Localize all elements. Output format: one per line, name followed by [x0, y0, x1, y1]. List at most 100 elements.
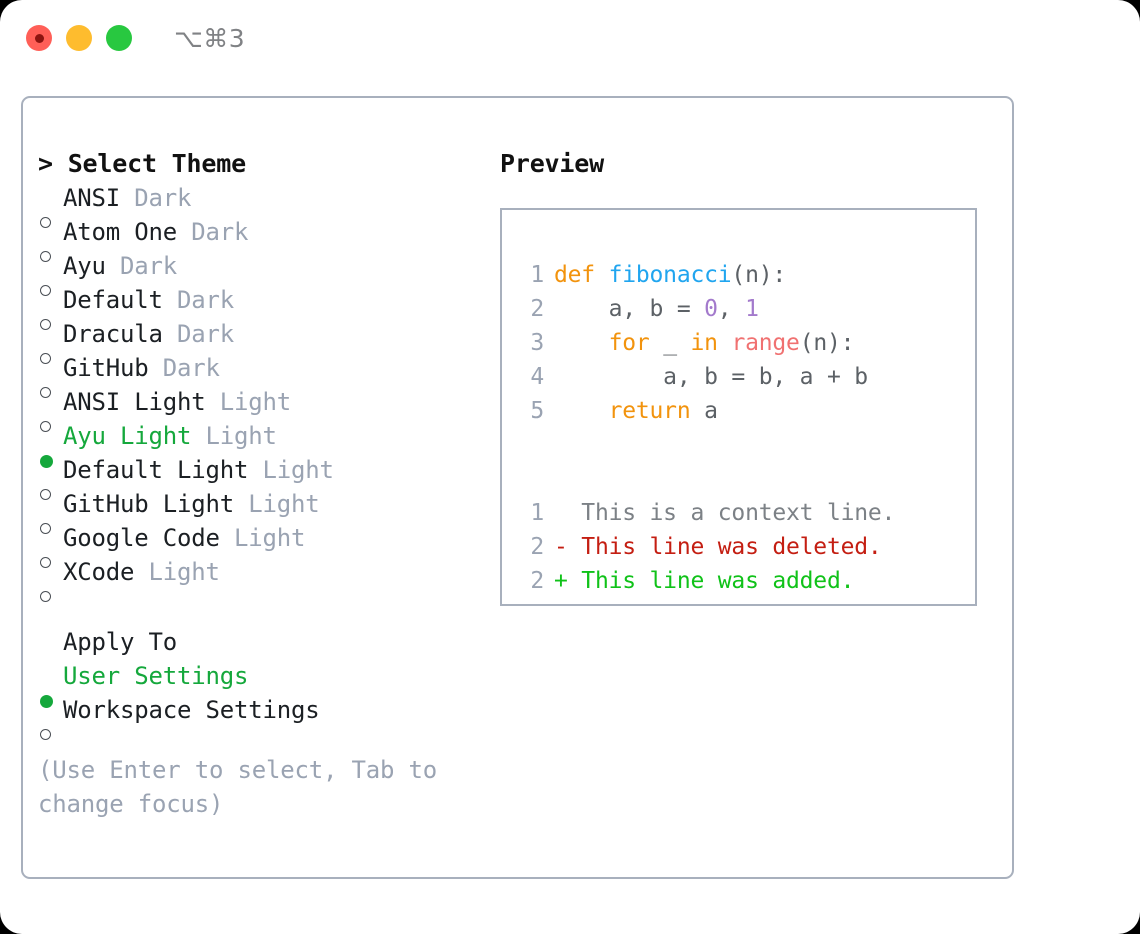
theme-option-atom-one[interactable]: Atom One Dark — [38, 215, 508, 262]
theme-name: XCode — [63, 558, 135, 586]
apply-to-label: Workspace Settings — [63, 696, 320, 724]
theme-option-ansi[interactable]: ANSI Dark — [38, 181, 508, 228]
code-token: (n): — [799, 330, 855, 356]
line-number: 3 — [530, 330, 544, 356]
theme-name: Google Code — [63, 524, 220, 552]
diff-line-added: 2 + This line was added. — [518, 564, 969, 598]
spacer — [38, 727, 508, 753]
theme-list[interactable]: ANSI Dark Atom One Dark Ayu Dark — [38, 181, 508, 602]
diff-text: This line was added. — [581, 568, 855, 594]
theme-name: Ayu Light — [63, 422, 192, 450]
theme-tag: Light — [205, 388, 291, 416]
preview-code: 1 def fibonacci (n): 2 a, b = 0 , 1 — [518, 258, 969, 598]
theme-option-default[interactable]: Default Dark — [38, 283, 508, 330]
theme-name: Dracula — [63, 320, 163, 348]
code-token: def — [554, 262, 609, 288]
keyboard-hint-line-1: (Use Enter to select, Tab to — [38, 756, 437, 784]
code-line: 2 a, b = 0 , 1 — [518, 292, 969, 326]
apply-to-heading: Apply To — [63, 628, 177, 656]
theme-tag: Light — [248, 456, 334, 484]
code-line: 1 def fibonacci (n): — [518, 258, 969, 292]
diff-prefix: + — [554, 568, 582, 594]
line-number: 5 — [530, 398, 544, 424]
theme-tag: Light — [191, 422, 277, 450]
theme-selection-column: > Select Theme ANSI Dark Atom One Dark — [38, 147, 508, 821]
code-token: range — [731, 330, 800, 356]
code-line: 4 a, b = b, a + b — [518, 360, 969, 394]
line-number: 2 — [530, 534, 544, 560]
theme-tag: Dark — [162, 320, 234, 348]
theme-name: GitHub — [63, 354, 149, 382]
theme-option-github[interactable]: GitHub Dark — [38, 351, 508, 398]
code-token: _ — [649, 330, 691, 356]
theme-name: Default Light — [63, 456, 249, 484]
diff-text: This line was deleted. — [581, 534, 882, 560]
theme-tag: Dark — [148, 354, 220, 382]
diff-text: This is a context line. — [581, 500, 896, 526]
theme-name: ANSI Light — [63, 388, 206, 416]
code-token: a, b = — [554, 296, 705, 322]
maximize-window-button[interactable] — [106, 25, 132, 51]
theme-tag: Dark — [105, 252, 177, 280]
line-number: 2 — [530, 568, 544, 594]
diff-line-context: 1 This is a context line. — [518, 496, 969, 530]
record-indicator-icon — [34, 33, 44, 43]
spacer — [38, 589, 508, 625]
code-token — [718, 326, 732, 360]
apply-to-label: User Settings — [63, 662, 249, 690]
theme-tag: Dark — [162, 286, 234, 314]
panel-columns: > Select Theme ANSI Dark Atom One Dark — [23, 98, 1012, 877]
main-panel: > Select Theme ANSI Dark Atom One Dark — [21, 96, 1014, 879]
preview-column: Preview 1 def fibonacci (n): 2 a, b = — [500, 147, 1000, 606]
code-spacer — [518, 428, 969, 462]
preview-box: 1 def fibonacci (n): 2 a, b = 0 , 1 — [500, 208, 977, 606]
theme-tag: Light — [134, 558, 220, 586]
apply-to-list[interactable]: User Settings Workspace Settings — [38, 659, 508, 740]
line-number: 4 — [530, 364, 544, 390]
theme-tag: Light — [219, 524, 306, 552]
diff-prefix: - — [554, 534, 582, 560]
code-token: fibonacci — [608, 262, 732, 288]
close-window-button[interactable] — [26, 25, 52, 51]
minimize-window-button[interactable] — [66, 25, 92, 51]
code-line: 3 for _ in range (n): — [518, 326, 969, 360]
code-token: a, b = b, a + b — [554, 364, 868, 390]
theme-name: GitHub Light — [63, 490, 234, 518]
keyboard-hint-line-2: change focus) — [38, 790, 224, 818]
theme-option-google-code[interactable]: Google Code Light — [38, 521, 508, 568]
code-token: for — [608, 330, 650, 356]
code-token: (n): — [731, 262, 787, 288]
select-theme-heading: > Select Theme — [38, 149, 246, 178]
code-token: , — [717, 296, 746, 322]
theme-option-default-light[interactable]: Default Light Light — [38, 453, 508, 500]
keyboard-shortcut-label: ⌥⌘3 — [174, 23, 246, 53]
code-token: 1 — [745, 296, 759, 322]
code-token — [554, 394, 609, 428]
code-token: in — [690, 330, 718, 356]
theme-option-ansi-light[interactable]: ANSI Light Light — [38, 385, 508, 432]
diff-prefix — [554, 496, 581, 530]
theme-option-ayu-light[interactable]: Ayu Light Light — [38, 419, 508, 468]
theme-option-ayu[interactable]: Ayu Dark — [38, 249, 508, 296]
theme-option-dracula[interactable]: Dracula Dark — [38, 317, 508, 364]
theme-name: ANSI — [63, 184, 120, 212]
theme-name: Atom One — [63, 218, 177, 246]
theme-option-xcode[interactable]: XCode Light — [38, 555, 508, 602]
theme-name: Default — [63, 286, 163, 314]
apply-to-option-user-settings[interactable]: User Settings — [38, 659, 508, 708]
apply-to-option-workspace-settings[interactable]: Workspace Settings — [38, 693, 508, 740]
code-token — [554, 326, 609, 360]
code-line: 5 return a — [518, 394, 969, 428]
theme-name: Ayu — [63, 252, 106, 280]
theme-tag: Dark — [177, 218, 249, 246]
preview-heading: Preview — [500, 149, 604, 178]
code-token: a — [690, 398, 718, 424]
theme-option-github-light[interactable]: GitHub Light Light — [38, 487, 508, 534]
theme-tag: Light — [234, 490, 320, 518]
diff-line-deleted: 2 - This line was deleted. — [518, 530, 969, 564]
code-spacer — [518, 462, 969, 496]
title-bar: ⌥⌘3 — [0, 0, 1140, 76]
line-number: 2 — [530, 296, 544, 322]
theme-tag: Dark — [120, 184, 192, 212]
